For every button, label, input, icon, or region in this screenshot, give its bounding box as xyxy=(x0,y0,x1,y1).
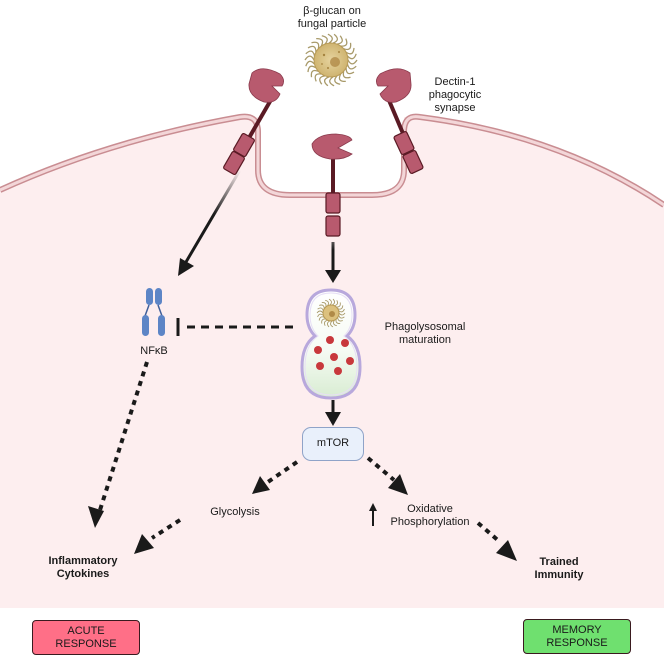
beta-glucan-strand xyxy=(336,35,343,45)
arrow-mtor-to-glycolysis xyxy=(263,460,299,486)
memory-response-box: MEMORY RESPONSE xyxy=(523,619,631,654)
glycolysis-label: Glycolysis xyxy=(210,506,260,518)
phagolysosome-label: Phagolysosomal maturation xyxy=(384,321,466,346)
beta-glucan-strand xyxy=(346,63,357,70)
beta-glucan-strand xyxy=(316,37,324,47)
beta-glucan-strand xyxy=(338,308,345,313)
beta-glucan-strand xyxy=(347,59,358,65)
mtor-node: mTOR xyxy=(302,427,364,461)
lysosome-enzymes xyxy=(314,336,354,375)
arrowhead xyxy=(178,258,194,276)
phagolysosome-icon xyxy=(300,288,362,400)
beta-glucan-strand xyxy=(319,75,326,85)
beta-glucan-strand xyxy=(327,33,333,44)
beta-glucan-strand xyxy=(342,71,351,79)
nfkb-icon xyxy=(142,288,165,336)
cytokines-label: Inflammatory Cytokines xyxy=(48,555,118,580)
beta-glucan-strand xyxy=(317,313,324,318)
beta-glucan-strand xyxy=(343,42,352,51)
beta-glucan-strand xyxy=(345,47,355,55)
beta-glucan-strand xyxy=(307,45,317,53)
dectin-1-receptor-internalized xyxy=(311,133,353,237)
trained-immunity-label: Trained Immunity xyxy=(534,556,584,581)
beta-glucan-strand xyxy=(305,60,315,67)
fungal-particle-label: β-glucan on fungal particle xyxy=(297,5,367,30)
beta-glucan-strand xyxy=(334,75,341,85)
beta-glucan-strand xyxy=(323,76,330,87)
beta-glucan-strand xyxy=(310,69,319,78)
beta-glucan-strand xyxy=(316,310,324,314)
arrow-dectin-to-nfkb xyxy=(184,169,242,263)
beta-glucan-strand xyxy=(332,33,339,44)
beta-glucan-strand xyxy=(338,73,346,83)
fungal-particle-icon xyxy=(304,33,358,87)
arrow-oxphos-to-trained xyxy=(476,521,502,544)
beta-glucan-strand xyxy=(324,319,328,326)
beta-glucan-strand xyxy=(304,55,315,61)
oxphos-label: Oxidative Phosphorylation xyxy=(390,503,470,528)
beta-glucan-strand xyxy=(334,300,338,307)
dectin-1-receptor-right xyxy=(376,68,424,174)
beta-glucan-strand xyxy=(325,299,329,306)
internalized-fungus-icon xyxy=(316,298,346,328)
beta-glucan-strand xyxy=(338,312,346,316)
beta-glucan-strand xyxy=(311,41,320,49)
beta-glucan-strand xyxy=(345,67,355,75)
nfkb-label: NFκB xyxy=(140,345,168,357)
acute-response-box: ACUTE RESPONSE xyxy=(32,620,140,655)
beta-glucan-strand xyxy=(307,65,317,73)
dectin-1-receptor-left xyxy=(223,68,284,176)
beta-glucan-strand xyxy=(314,73,322,82)
arrows xyxy=(88,169,517,561)
beta-glucan-strand xyxy=(329,76,335,87)
beta-glucan-strand xyxy=(305,50,316,57)
beta-glucan-strand xyxy=(347,53,357,60)
beta-glucan-strand xyxy=(340,38,348,47)
beta-glucan-strand xyxy=(338,315,345,319)
beta-glucan-strand xyxy=(333,320,337,327)
synapse-label: Dectin-1 phagocytic synapse xyxy=(428,76,482,114)
beta-glucan-strand xyxy=(317,307,324,311)
beta-glucan-strand xyxy=(321,35,328,45)
